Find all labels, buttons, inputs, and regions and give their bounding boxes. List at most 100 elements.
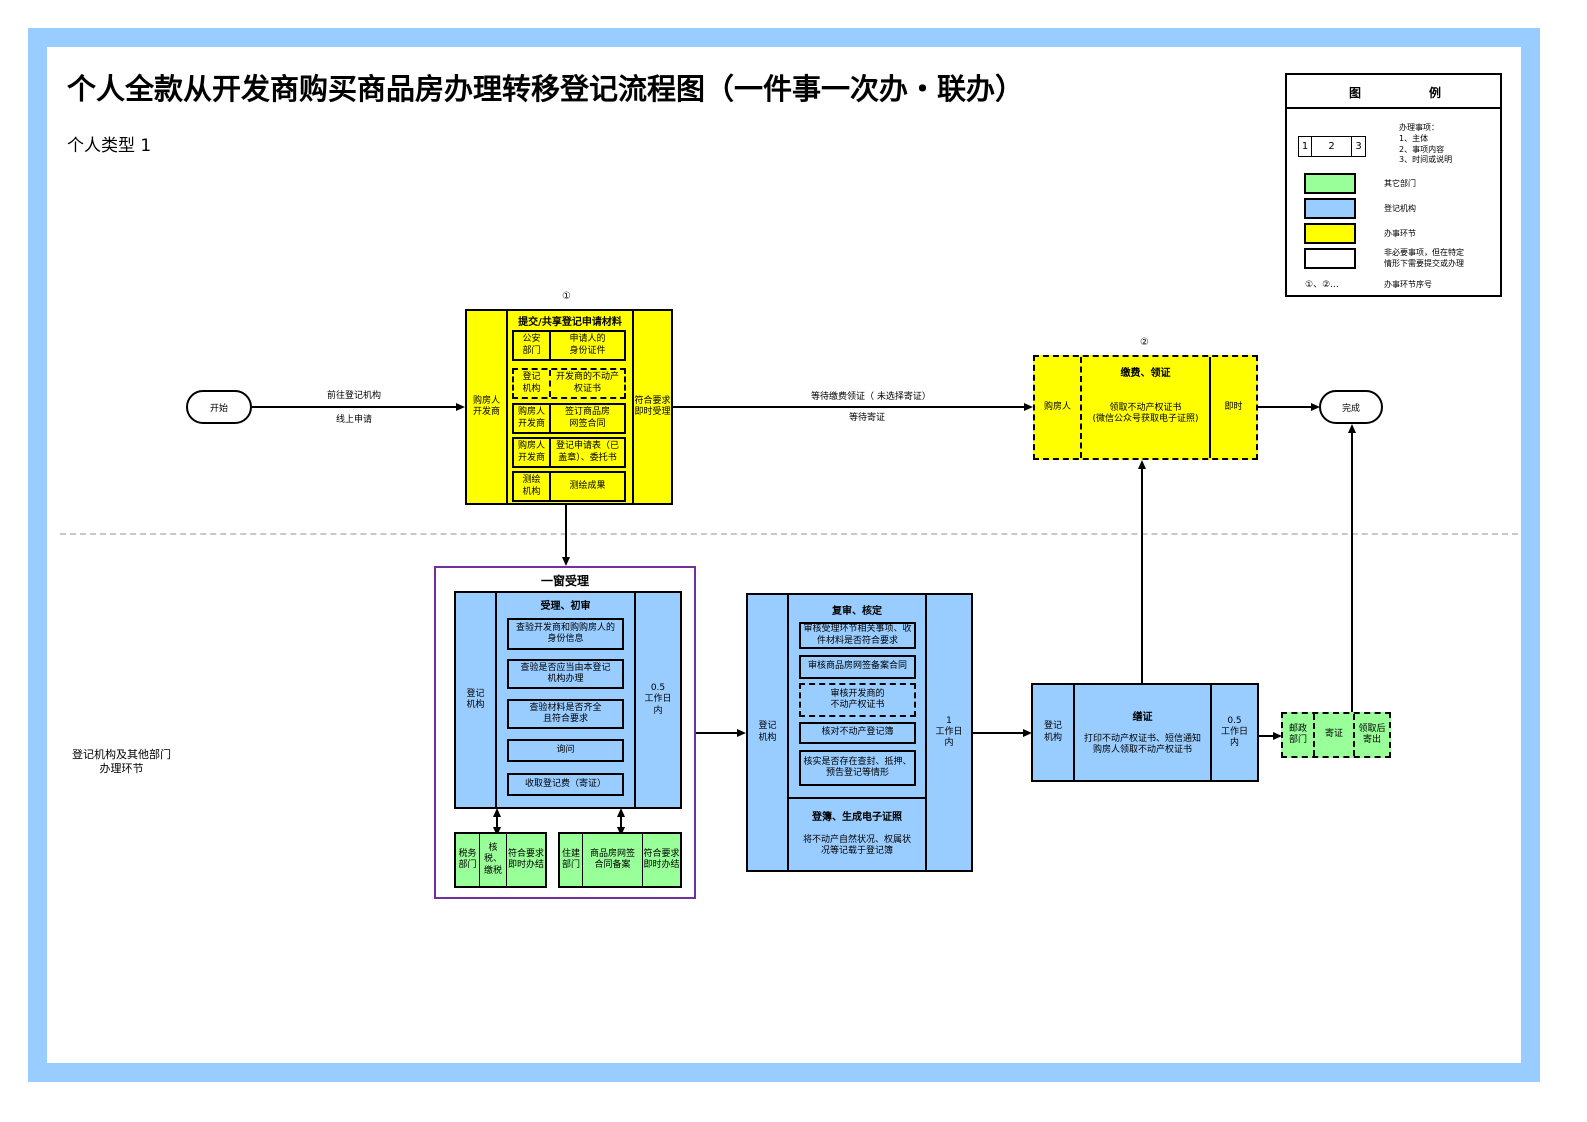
- lane-label-lower: 登记机构及其他部门 办理环节: [72, 748, 171, 776]
- legend-swatch-registration-agency: [1304, 198, 1356, 219]
- housing-note: 符合要求 即时办结: [643, 834, 680, 886]
- tax-department-box: 税务 部门 核税、 缴税 符合要求 即时办结: [454, 832, 547, 888]
- housing-task: 商品房网签 合同备案: [583, 834, 643, 886]
- certify-content-line: 购房人领取不动产权证书: [1092, 745, 1192, 756]
- material-provider-line: 登记: [522, 372, 541, 383]
- step1-heading: 提交/共享登记申请材料: [518, 317, 622, 328]
- one-window-task: 查验开发商和购购房人的身份信息: [507, 618, 624, 650]
- task-line: 且符合要求: [542, 714, 588, 724]
- material-provider-line: 开发商: [517, 418, 545, 429]
- tax-dept-line: 部门: [458, 860, 477, 870]
- material-provider: 购房人开发商: [514, 405, 551, 432]
- arrow-head: [617, 827, 625, 836]
- review-subject: 登记 机构: [748, 595, 789, 870]
- material-provider-line: 公安: [522, 334, 541, 345]
- one-window-subject: 登记 机构: [456, 593, 497, 807]
- edge-step2-to-end: [1258, 406, 1311, 408]
- legend-item-structure: 1 2 3: [1298, 136, 1366, 157]
- material-item: 申请人的身份证件: [551, 332, 624, 359]
- review-task: 审核受理环节相关事项、收件材料是否符合要求: [799, 622, 916, 649]
- arrow-head: [1273, 732, 1282, 740]
- one-window-heading: 受理、初审: [540, 601, 591, 612]
- step2-heading: 缴费、领证: [1120, 368, 1171, 379]
- certify-time-line: 0.5: [1227, 715, 1242, 726]
- task-line: 询问: [556, 744, 575, 755]
- one-window-frame: [434, 566, 696, 899]
- tax-dept: 税务 部门: [456, 834, 480, 886]
- mail-note-line: 领取后: [1358, 723, 1386, 734]
- legend: 图 例 1 2 3 办理事项： 1、主体 2、事项内容 3、时间或说明 其它部门…: [1285, 73, 1502, 297]
- review-task: 审核商品房网签备案合同: [799, 655, 916, 679]
- edge-label-bottom: 线上申请: [336, 415, 373, 425]
- housing-note-line: 即时办结: [643, 860, 680, 870]
- legend-optional-line: 情形下需要提交或办理: [1384, 258, 1464, 268]
- certify-subject-line: 登记: [1043, 721, 1062, 732]
- task-line: 不动产权证书: [830, 700, 885, 710]
- step1-subject-line: 开发商: [472, 407, 500, 417]
- housing-department-box: 住建 部门 商品房网签 合同备案 符合要求 即时办结: [558, 832, 682, 888]
- one-window-subject-line: 机构: [466, 700, 485, 710]
- material-item-line: 盖章）、委托书: [558, 452, 617, 463]
- edge-review-to-certify: [973, 732, 1023, 734]
- certify-time-line: 工作日: [1220, 726, 1248, 737]
- tax-note: 符合要求 即时办结: [507, 834, 545, 886]
- review-subject-line: 登记: [758, 721, 777, 732]
- review-time: 1 工作日 内: [925, 595, 971, 870]
- material-item-line: 测绘成果: [569, 480, 606, 491]
- material-row: 购房人开发商签订商品房网签合同: [512, 403, 626, 434]
- one-window-time-line: 0.5: [650, 683, 666, 694]
- certify-time-line: 内: [1229, 738, 1239, 749]
- mail-dept-line: 部门: [1288, 735, 1307, 745]
- material-provider: 公安部门: [514, 332, 551, 359]
- legend-swatch-other-department: [1304, 173, 1356, 194]
- legend-swatch-optional: [1304, 248, 1356, 269]
- task-line: 审核开发商的: [830, 688, 885, 699]
- record-text-line: 况等记载于登记簿: [820, 846, 893, 857]
- task-line: 机构办理: [547, 674, 584, 684]
- housing-dept-line: 住建: [561, 848, 580, 859]
- step2-number: ②: [1140, 337, 1149, 348]
- material-item-line: 身份证件: [569, 345, 606, 356]
- step1-note-line: 即时受理: [634, 407, 671, 417]
- housing-note-line: 符合要求: [643, 848, 680, 859]
- housing-task-line: 合同备案: [594, 860, 631, 870]
- review-divider: [789, 797, 925, 799]
- arrow-head: [562, 557, 570, 566]
- legend-desc-line: 3、时间或说明: [1399, 155, 1453, 165]
- legend-label-sequence: 办事环节序号: [1384, 280, 1432, 289]
- housing-task-line: 商品房网签: [589, 848, 635, 859]
- step2-subject: 购房人: [1035, 357, 1082, 458]
- record-text: 将不动产自然状况、权属状 况等记载于登记簿: [789, 835, 925, 858]
- review-subject-line: 机构: [758, 732, 777, 743]
- page-title: 个人全款从开发商购买商品房办理转移登记流程图（一件事一次办・联办）: [67, 72, 1025, 106]
- one-window-time: 0.5 工作日 内: [634, 593, 680, 807]
- edge-label-top: 前往登记机构: [327, 391, 382, 401]
- material-item: 开发商的不动产权证书: [551, 370, 624, 397]
- task-line: 查验材料是否齐全: [529, 702, 602, 713]
- certify-heading: 缮证: [1132, 712, 1153, 723]
- material-provider-line: 机构: [522, 486, 541, 497]
- certify-subject: 登记 机构: [1033, 685, 1075, 780]
- task-line: 身份信息: [547, 634, 584, 644]
- one-window-subject-line: 登记: [466, 688, 485, 699]
- review-task: 核实是否存在查封、抵押、预告登记等情形: [799, 750, 916, 786]
- material-item-line: 网签合同: [569, 418, 606, 429]
- material-item-line: 权证书: [573, 383, 601, 394]
- step2-content-line: 领取不动产权证书: [1109, 403, 1182, 413]
- edge-label-bottom: 等待寄证: [849, 413, 886, 423]
- arrow-head: [1024, 403, 1033, 411]
- legend-cell-2: 2: [1312, 137, 1352, 156]
- arrow-head: [1348, 424, 1356, 433]
- legend-optional-line: 非必要事项，但在特定: [1384, 248, 1464, 257]
- material-row: 测绘机构 测绘成果: [512, 471, 626, 502]
- arrow-head: [493, 808, 501, 817]
- step2-note: 即时: [1209, 357, 1256, 458]
- arrow-head: [456, 403, 465, 411]
- housing-dept-line: 部门: [561, 860, 580, 870]
- certify-subject-line: 机构: [1043, 732, 1062, 743]
- review-box: 登记 机构 1 工作日 内 复审、核定 登簿、生成电子证照 将不动产自然状况、权…: [746, 593, 973, 872]
- material-provider-line: 测绘: [522, 475, 541, 486]
- one-window-task: 询问: [507, 739, 624, 762]
- material-item-line: 登记申请表（已: [555, 441, 619, 452]
- one-window-title: 一窗受理: [540, 574, 589, 588]
